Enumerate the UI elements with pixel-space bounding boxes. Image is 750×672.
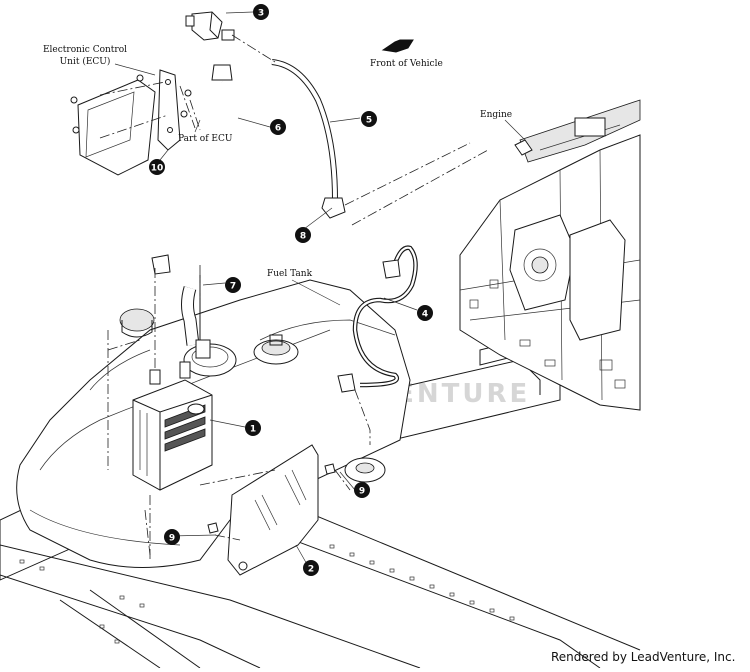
credit-text: Rendered by LeadVenture, Inc. (551, 650, 736, 664)
svg-text:2: 2 (308, 565, 314, 575)
svg-text:4: 4 (422, 310, 428, 320)
callout-5: 5 (361, 111, 377, 127)
svg-text:9: 9 (359, 487, 365, 497)
bracket-2 (227, 444, 319, 576)
front-arrow-icon (381, 39, 414, 53)
callout-9-right: 9 (354, 482, 370, 498)
label-ecu-line1: Electronic Control (43, 45, 127, 55)
bolts (207, 457, 386, 534)
callout-4: 4 (417, 305, 433, 321)
svg-text:6: 6 (275, 124, 281, 134)
callout-6: 6 (270, 119, 286, 135)
callout-9-left: 9 (164, 529, 180, 545)
label-front-of-vehicle: Front of Vehicle (370, 59, 443, 69)
hose-7 (181, 275, 211, 359)
ecu-unit (70, 69, 192, 176)
svg-text:5: 5 (366, 116, 372, 126)
label-ecu-line2: Unit (ECU) (60, 56, 111, 67)
purge-valve (185, 11, 235, 41)
hose-6 (151, 64, 234, 275)
svg-text:3: 3 (258, 9, 264, 19)
evap-canister (132, 361, 213, 491)
callout-10: 10 (149, 159, 165, 175)
label-part-of-ecu: Part of ECU (178, 134, 233, 144)
svg-text:10: 10 (151, 164, 164, 174)
hose-5 (271, 59, 346, 219)
svg-text:9: 9 (169, 534, 175, 544)
reference-lines (99, 34, 489, 560)
label-engine: Engine (480, 110, 512, 120)
svg-text:1: 1 (250, 425, 256, 435)
callout-1: 1 (245, 420, 261, 436)
label-fuel-tank: Fuel Tank (267, 269, 313, 279)
svg-text:8: 8 (300, 232, 306, 242)
callout-3: 3 (253, 4, 269, 20)
callout-2: 2 (303, 560, 319, 576)
engine-assembly (459, 99, 641, 411)
svg-text:7: 7 (230, 282, 236, 292)
callout-7: 7 (225, 277, 241, 293)
callout-8: 8 (295, 227, 311, 243)
hose-4 (337, 245, 418, 393)
